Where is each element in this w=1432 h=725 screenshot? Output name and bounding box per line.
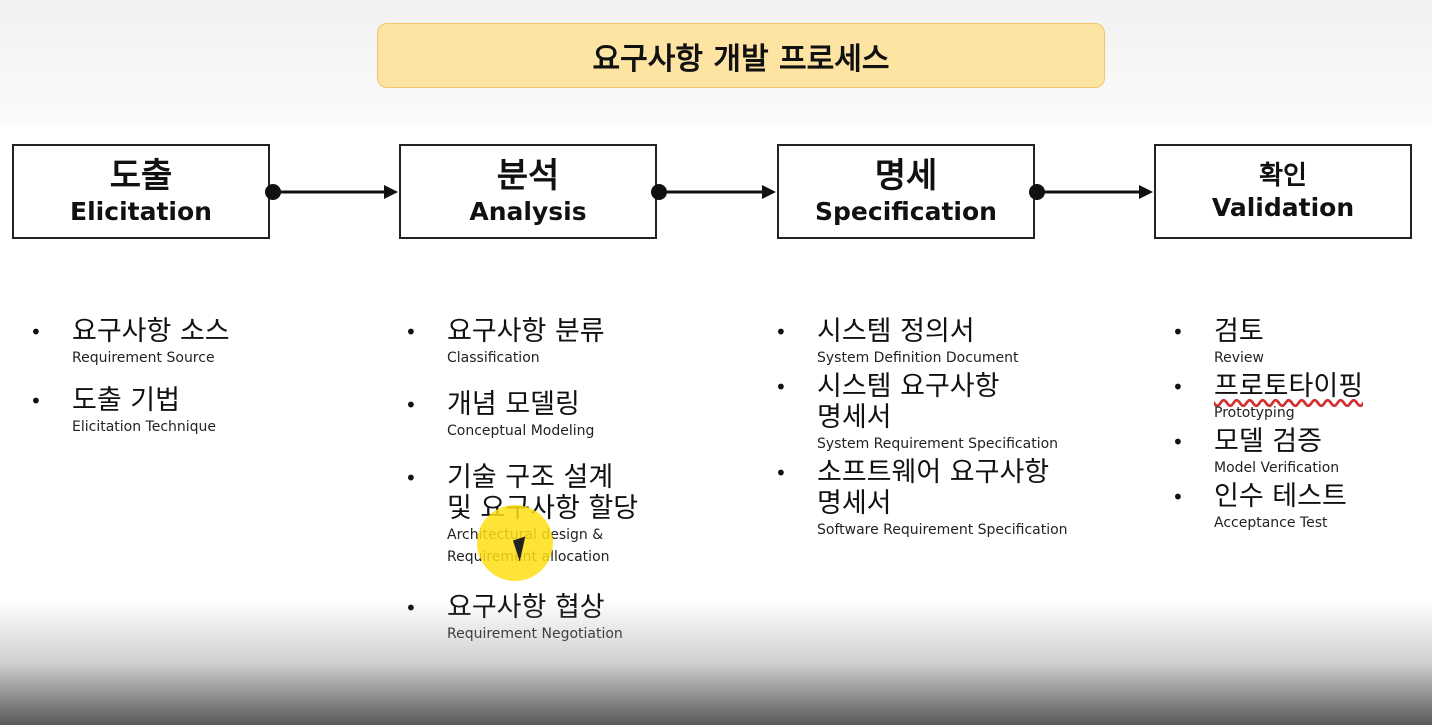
bullet-icon: • [405, 320, 417, 344]
item-korean-label: 모델 검증 [1214, 426, 1322, 457]
item-korean-label: 인수 테스트 [1214, 481, 1347, 512]
bullet-icon: • [1172, 375, 1184, 399]
specification-items: • 시스템 정의서 System Definition Document • 시… [775, 316, 1068, 541]
item-korean-label: 요구사항 분류 [447, 316, 605, 347]
item-english-label: Model Verification [1214, 460, 1340, 476]
bullet-icon: • [775, 461, 787, 485]
item-english-label: System Definition Document [817, 350, 1019, 366]
analysis-items: • 요구사항 분류 Classification • 개념 모델링 Concep… [405, 316, 638, 645]
bullet-icon: • [30, 320, 42, 344]
list-item: • 시스템 정의서 System Definition Document [775, 316, 1068, 369]
connector-specification-validation [1029, 184, 1153, 200]
item-korean-label: 시스템 요구사항 [817, 371, 1000, 402]
connector-elicitation-analysis [265, 184, 398, 200]
item-korean-label: 기술 구조 설계 [447, 462, 614, 493]
item-korean-label: 시스템 정의서 [817, 316, 975, 347]
item-english-label: Software Requirement Specification [817, 522, 1068, 538]
arrow-head-icon [384, 185, 398, 199]
stage-english-label: Specification [815, 196, 997, 226]
stage-english-label: Validation [1211, 192, 1355, 222]
stage-box-analysis: 분석 Analysis [399, 144, 657, 239]
item-korean-label: 프로토타이핑 [1214, 371, 1364, 402]
bullet-icon: • [30, 389, 42, 413]
item-english-label: Prototyping [1214, 405, 1295, 421]
stage-korean-label: 분석 [496, 155, 560, 196]
elicitation-items: • 요구사항 소스 Requirement Source • 도출 기법 Eli… [30, 316, 230, 438]
item-korean-label: 명세서 [817, 488, 892, 519]
item-korean-label: 명세서 [817, 402, 892, 433]
list-item: • 요구사항 분류 Classification [405, 316, 638, 369]
item-english-label: Elicitation Technique [72, 419, 217, 435]
item-korean-label: 검토 [1214, 316, 1264, 347]
list-item: • 요구사항 협상 Requirement Negotiation [405, 592, 638, 645]
item-english-label: Acceptance Test [1214, 515, 1328, 531]
cursor-highlight [477, 505, 553, 581]
bullet-icon: • [1172, 485, 1184, 509]
page-title: 요구사항 개발 프로세스 [377, 23, 1105, 88]
item-english-label: Requirement Negotiation [447, 626, 623, 642]
list-item: • 소프트웨어 요구사항 명세서 Software Requirement Sp… [775, 457, 1068, 541]
bullet-icon: • [1172, 430, 1184, 454]
bullet-icon: • [405, 596, 417, 620]
stage-korean-label: 명세 [874, 155, 938, 196]
list-item: • 시스템 요구사항 명세서 System Requirement Specif… [775, 371, 1068, 455]
list-item: • 개념 모델링 Conceptual Modeling [405, 389, 638, 442]
list-item: • 도출 기법 Elicitation Technique [30, 385, 230, 438]
list-item: • 요구사항 소스 Requirement Source [30, 316, 230, 369]
item-korean-label: 소프트웨어 요구사항 [817, 457, 1050, 488]
stage-box-validation: 확인 Validation [1154, 144, 1412, 239]
bullet-icon: • [775, 375, 787, 399]
bullet-icon: • [405, 393, 417, 417]
bullet-icon: • [1172, 320, 1184, 344]
arrow-head-icon [1139, 185, 1153, 199]
validation-items: • 검토 Review • 프로토타이핑 Prototyping • 모델 검증… [1172, 316, 1363, 534]
bullet-icon: • [405, 466, 417, 490]
arrow-head-icon [762, 185, 776, 199]
list-item: • 모델 검증 Model Verification [1172, 426, 1363, 479]
bullet-icon: • [775, 320, 787, 344]
item-korean-label: 도출 기법 [72, 385, 180, 416]
item-korean-label: 요구사항 소스 [72, 316, 230, 347]
item-korean-label: 요구사항 협상 [447, 592, 605, 623]
item-english-label: Review [1214, 350, 1264, 366]
stage-english-label: Elicitation [70, 196, 212, 226]
connector-analysis-specification [651, 184, 776, 200]
item-english-label: System Requirement Specification [817, 436, 1059, 452]
item-english-label: Conceptual Modeling [447, 423, 595, 439]
item-english-label: Classification [447, 350, 540, 366]
stage-korean-label: 확인 [1259, 160, 1307, 191]
stage-korean-label: 도출 [109, 155, 173, 196]
list-item: • 검토 Review [1172, 316, 1363, 369]
list-item: • 프로토타이핑 Prototyping [1172, 371, 1363, 424]
list-item: • 인수 테스트 Acceptance Test [1172, 481, 1363, 534]
item-korean-label: 개념 모델링 [447, 389, 580, 420]
item-english-label: Requirement Source [72, 350, 215, 366]
page-title-text: 요구사항 개발 프로세스 [592, 41, 890, 77]
stage-english-label: Analysis [469, 196, 587, 226]
stage-box-specification: 명세 Specification [777, 144, 1035, 239]
